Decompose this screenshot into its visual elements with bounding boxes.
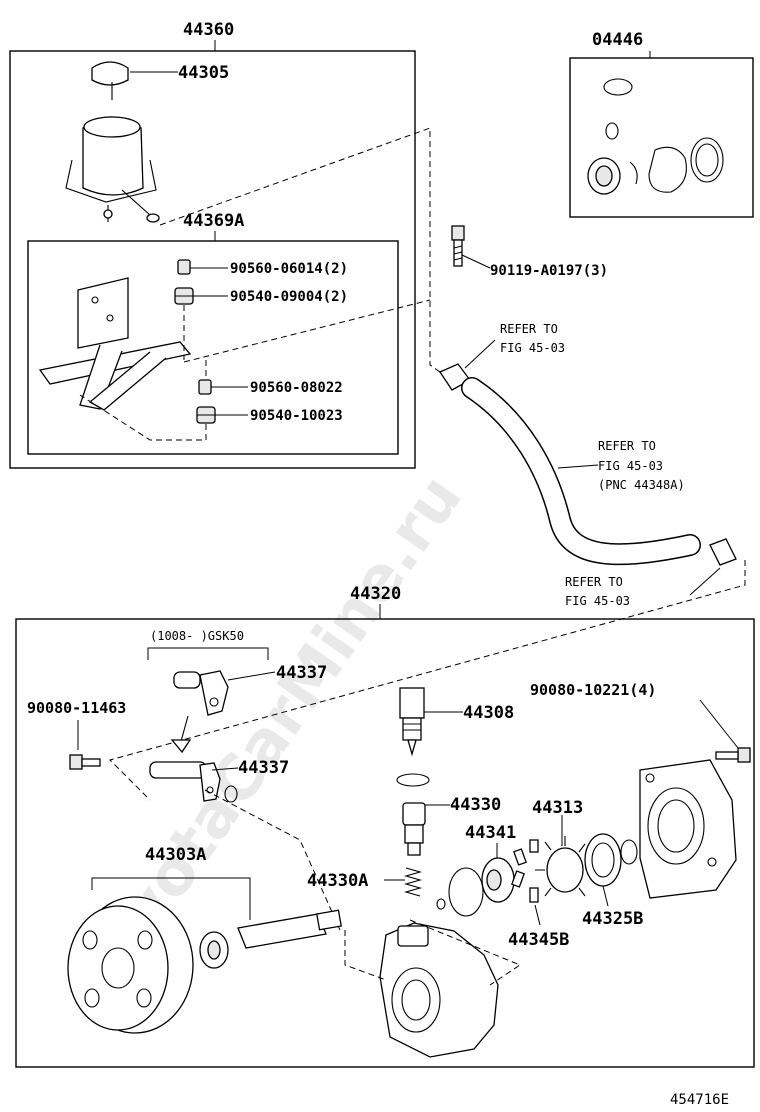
label-90540-09004[interactable]: 90540-09004(2): [230, 289, 348, 305]
cushion-90540-10023[interactable]: [196, 406, 216, 424]
label-44303A[interactable]: 44303A: [145, 845, 206, 865]
figure-code: 454716E: [670, 1092, 729, 1108]
label-90560-06014[interactable]: 90560-06014(2): [230, 261, 348, 277]
label-refer-2a[interactable]: REFER TO: [598, 439, 656, 453]
label-44330A[interactable]: 44330A: [307, 871, 368, 891]
union-44337-lower[interactable]: [149, 761, 221, 802]
label-90540-10023[interactable]: 90540-10023: [250, 408, 343, 424]
cam-ring-44341[interactable]: [481, 857, 515, 903]
bolt-90119-A0197[interactable]: [451, 225, 465, 267]
label-44308[interactable]: 44308: [463, 703, 514, 723]
label-refer-3b[interactable]: FIG 45-03: [565, 594, 630, 608]
label-refer-1a[interactable]: REFER TO: [500, 322, 558, 336]
cushion-90540-09004[interactable]: [174, 287, 194, 305]
label-44341[interactable]: 44341: [465, 823, 516, 843]
box-04446: [569, 57, 754, 218]
label-44337-a[interactable]: 44337: [276, 663, 327, 683]
label-44345B[interactable]: 44345B: [508, 930, 569, 950]
pulley-44303A[interactable]: [67, 896, 194, 1034]
label-refer-2b[interactable]: FIG 45-03: [598, 459, 663, 473]
oring-44337[interactable]: [224, 785, 238, 803]
label-44320[interactable]: 44320: [350, 584, 401, 604]
plate-44325B[interactable]: [584, 833, 622, 887]
label-44337-b[interactable]: 44337: [238, 758, 289, 778]
seal-kit-04446[interactable]: [587, 78, 724, 195]
bolt-90080-10221[interactable]: [715, 747, 751, 763]
union-44337-upper[interactable]: [173, 670, 229, 716]
rear-housing[interactable]: [639, 759, 737, 899]
label-90119-A0197[interactable]: 90119-A0197(3): [490, 263, 608, 279]
label-44330[interactable]: 44330: [450, 795, 501, 815]
reservoir-cap-44305[interactable]: [91, 61, 129, 100]
label-44369A[interactable]: 44369A: [183, 211, 244, 231]
return-hose[interactable]: [461, 377, 701, 566]
valve-44308[interactable]: [399, 687, 425, 757]
bolt-90080-11463[interactable]: [69, 754, 101, 770]
bracket-44369A[interactable]: [38, 277, 192, 411]
box-44320: [15, 618, 755, 1068]
label-90080-10221[interactable]: 90080-10221(4): [530, 681, 656, 699]
oring-44325B[interactable]: [620, 839, 638, 865]
label-refer-2c[interactable]: (PNC 44348A): [598, 478, 685, 492]
box-44360: [9, 50, 416, 469]
label-90080-11463[interactable]: 90080-11463: [27, 699, 126, 717]
valve-44330[interactable]: [402, 802, 426, 856]
label-44360[interactable]: 44360: [183, 20, 234, 40]
oring-44308[interactable]: [396, 773, 430, 787]
bearing[interactable]: [199, 931, 229, 969]
label-44305[interactable]: 44305: [178, 63, 229, 83]
oring-pump-body[interactable]: [448, 867, 484, 917]
label-04446[interactable]: 04446: [592, 30, 643, 50]
spacer-90560-08022[interactable]: [198, 379, 212, 395]
pin-pump[interactable]: [436, 898, 446, 910]
shaft[interactable]: [237, 909, 342, 949]
label-44325B[interactable]: 44325B: [582, 909, 643, 929]
box-44369A: [27, 240, 399, 455]
label-44313[interactable]: 44313: [532, 798, 583, 818]
label-90560-08022[interactable]: 90560-08022: [250, 380, 343, 396]
label-refer-1b[interactable]: FIG 45-03: [500, 341, 565, 355]
reservoir-tank[interactable]: [65, 116, 160, 223]
vanes-44345B[interactable]: [511, 839, 539, 903]
spring-44330A[interactable]: [403, 867, 423, 897]
hose-clamp-lower[interactable]: [709, 538, 737, 566]
label-refer-3a[interactable]: REFER TO: [565, 575, 623, 589]
spacer-90560-06014[interactable]: [177, 259, 191, 275]
pump-body[interactable]: [379, 922, 499, 1058]
label-gsk-note: (1008- )GSK50: [150, 629, 244, 643]
